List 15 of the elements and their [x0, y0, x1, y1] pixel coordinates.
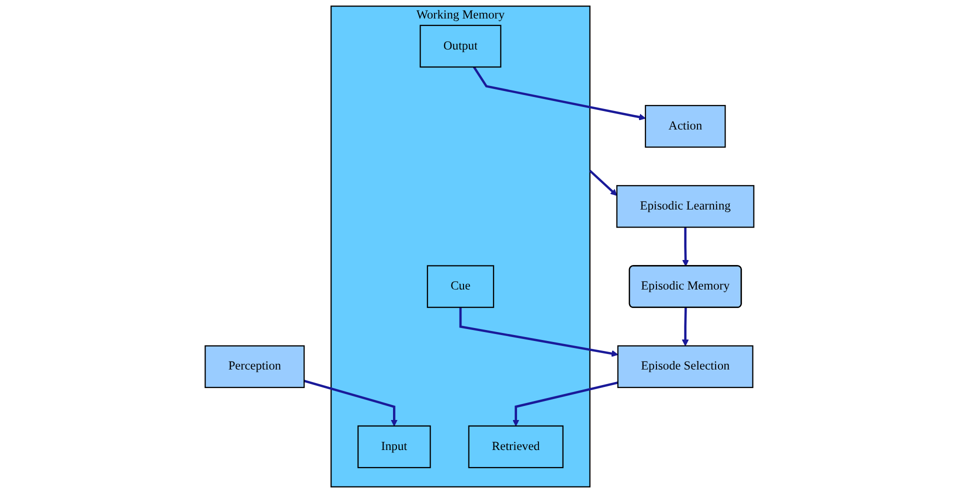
arrow	[459, 307, 618, 357]
node-box: Episodic Learning	[616, 185, 754, 228]
node-box: Output	[420, 24, 502, 68]
node-box: Perception	[204, 345, 305, 388]
arrow	[304, 380, 398, 426]
node-box: Episode Selection	[617, 345, 754, 388]
node-box: Retrieved	[468, 425, 564, 468]
arrow	[589, 170, 618, 196]
arrow	[682, 227, 689, 266]
arrow	[682, 308, 689, 346]
arrow	[512, 381, 618, 426]
node-box: Action	[644, 104, 726, 148]
node-box: Cue	[426, 265, 494, 308]
arrow	[472, 66, 646, 120]
node-box: Input	[357, 425, 431, 468]
